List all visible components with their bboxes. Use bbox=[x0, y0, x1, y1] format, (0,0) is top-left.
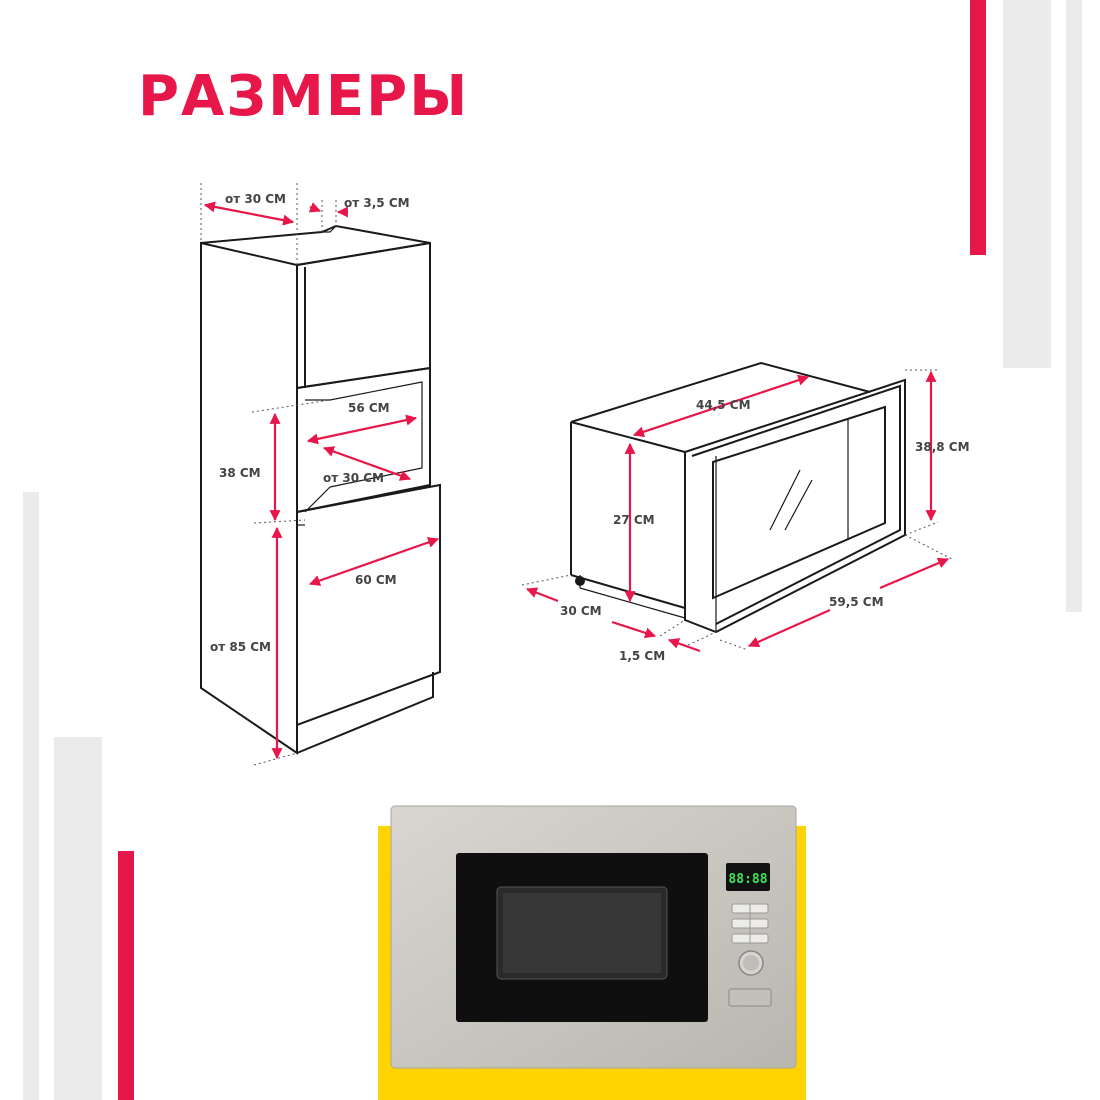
page-title: РАЗМЕРЫ bbox=[138, 64, 470, 129]
label-body-width: 44,5 СМ bbox=[696, 398, 751, 412]
label-floor-height: от 85 СМ bbox=[210, 640, 271, 654]
label-gap: от 3,5 СМ bbox=[344, 196, 410, 210]
label-frame-height: 38,8 СМ bbox=[915, 440, 970, 454]
label-body-height: 27 СМ bbox=[613, 513, 655, 527]
label-body-depth: 30 СМ bbox=[560, 604, 602, 618]
gray-bar-left-wide bbox=[54, 737, 102, 1100]
niche-reference-lines bbox=[200, 183, 337, 766]
label-frame-depth: 1,5 СМ bbox=[619, 649, 665, 663]
label-niche-width: 56 СМ bbox=[348, 401, 390, 415]
display-readout: 88:88 bbox=[728, 872, 767, 887]
oven-reference-lines bbox=[521, 369, 953, 651]
label-frame-width: 59,5 СМ bbox=[829, 595, 884, 609]
label-niche-depth: от 30 СМ bbox=[323, 471, 384, 485]
oven-dimension-arrows bbox=[525, 370, 950, 653]
microwave-oven-photo: 88:88 bbox=[390, 805, 797, 1069]
gray-bar-left-thin bbox=[23, 492, 39, 1100]
label-cabinet-width: 60 СМ bbox=[355, 573, 397, 587]
niche-cabinet-drawing bbox=[200, 224, 441, 755]
niche-dimension-arrows bbox=[203, 201, 440, 760]
label-niche-height: 38 СМ bbox=[219, 466, 261, 480]
gray-bar-top-right-wide bbox=[1003, 0, 1051, 368]
label-top-depth: от 30 СМ bbox=[225, 192, 286, 206]
accent-bar-bottom-left bbox=[118, 851, 134, 1100]
gray-bar-right-thin bbox=[1066, 0, 1082, 612]
accent-bar-top-right bbox=[970, 0, 986, 255]
